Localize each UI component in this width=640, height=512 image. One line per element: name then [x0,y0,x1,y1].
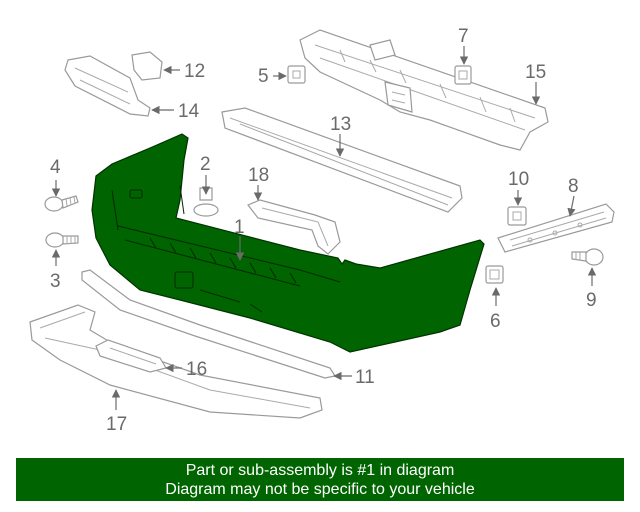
callout-5: 5 [258,66,269,87]
banner-line-2: Diagram may not be specific to your vehi… [165,481,475,498]
callout-14: 14 [178,101,200,122]
part-7-clip [454,65,472,85]
part-6-clip [485,265,504,284]
part-12-cover [131,51,163,81]
part-3-bolt [45,232,79,248]
part-15-reinforcement [299,29,549,151]
part-14-bracket [64,55,151,117]
callout-12: 12 [184,61,205,82]
callout-10: 10 [508,169,529,190]
part-5-clip [287,65,306,84]
callout-11: 11 [355,367,375,388]
part-10-clip [507,206,527,226]
parts-diagram: 1 2 3 4 5 6 7 8 9 10 11 12 13 [29,26,615,435]
callout-15: 15 [525,62,546,83]
part-4-bolt [44,195,79,212]
callout-3: 3 [50,271,61,292]
callouts: 1 2 3 4 5 6 7 8 9 10 11 12 13 [50,26,597,435]
part-13-step-pad [221,107,463,213]
part-8-strip [497,203,615,253]
callout-8: 8 [568,176,579,197]
part-9-bolt [571,248,604,266]
callout-2: 2 [200,154,211,175]
callout-13: 13 [330,114,351,135]
info-banner: Part or sub-assembly is #1 in diagram Di… [16,458,624,501]
callout-9: 9 [586,290,597,311]
callout-4: 4 [50,157,61,178]
callout-18: 18 [248,165,269,186]
callout-6: 6 [490,311,501,332]
callout-17: 17 [106,414,127,435]
part-18-bracket [247,199,341,255]
part-1-bumper-cover[interactable] [91,133,485,353]
callout-16: 16 [186,359,207,380]
banner-line-1: Part or sub-assembly is #1 in diagram [185,462,455,479]
callout-1: 1 [234,217,245,238]
callout-7: 7 [458,26,469,47]
